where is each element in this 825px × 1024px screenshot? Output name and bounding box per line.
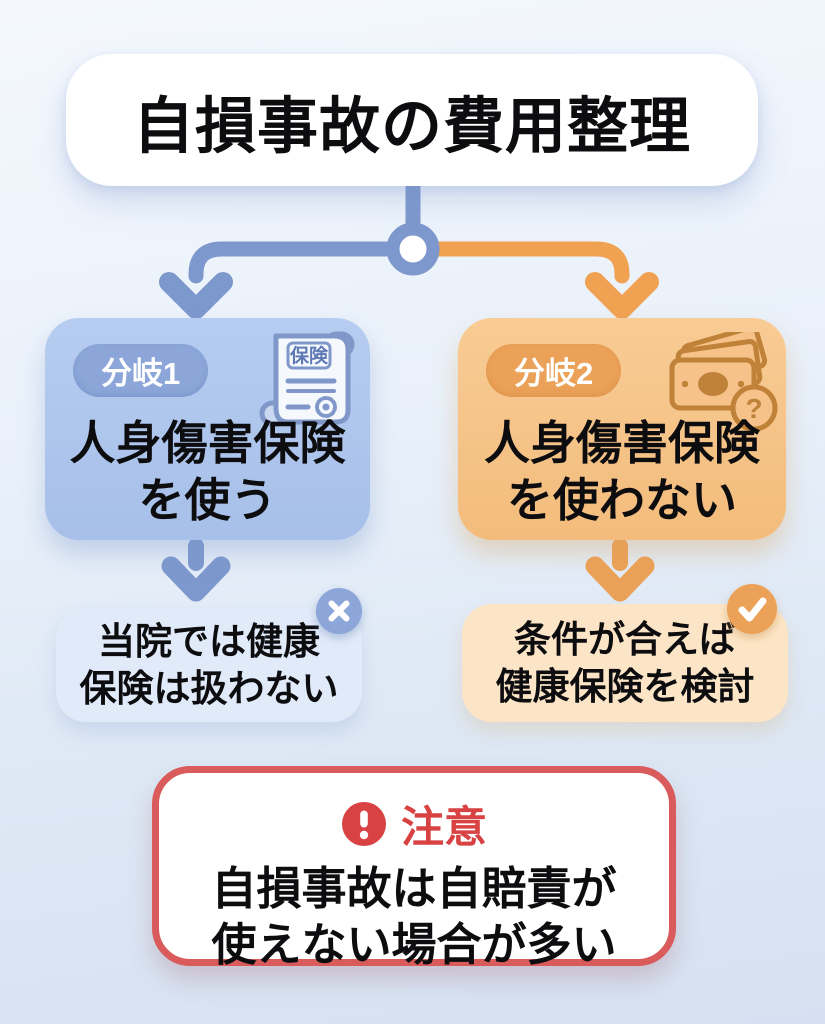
notice-text: 自損事故は自賠責が 使えない場合が多い <box>159 861 669 973</box>
cross-icon <box>316 588 362 634</box>
title-card: 自損事故の費用整理 <box>66 54 758 186</box>
branch1-text-line2: を使う <box>138 474 277 526</box>
outcome2-text-line2: 健康保険を検討 <box>495 666 755 707</box>
branch2-text-line2: を使わない <box>507 474 737 526</box>
branch2-text: 人身傷害保険 を使わない <box>458 415 786 529</box>
branch1-text-line1: 人身傷害保険 <box>69 417 346 469</box>
arrow-right-outcome-icon <box>585 556 655 602</box>
outcome1-text: 当院では健康 保険は扱わない <box>80 618 339 712</box>
connector-right-line <box>427 241 630 284</box>
money-icon-question-glyph: ? <box>745 393 762 424</box>
outcome1-text-line1: 当院では健康 <box>98 621 320 662</box>
scroll-icon-label: 保険 <box>289 344 329 367</box>
branch2-badge: 分岐2 <box>486 344 622 397</box>
notice-label: 注意 <box>401 804 487 852</box>
outcome2-text-line1: 条件が合えば <box>514 619 736 660</box>
page-title: 自損事故の費用整理 <box>132 91 691 160</box>
branch2-badge-label: 分岐2 <box>514 356 594 391</box>
insurance-policy-scroll-icon: 保険 <box>259 331 355 427</box>
branch1-badge-label: 分岐1 <box>101 356 181 391</box>
notice-text-line1: 自損事故は自賠責が <box>211 863 617 914</box>
outcome1-text-line2: 保険は扱わない <box>79 668 339 709</box>
branch-box-no-insurance: 分岐2 ? 人身傷害保険 を使わない <box>458 318 786 540</box>
connector-left-line <box>188 241 399 284</box>
branch-box-use-insurance: 分岐1 保険 人身傷害保険 を使う <box>45 318 370 540</box>
arrow-down-right-icon <box>585 272 659 319</box>
branch1-text: 人身傷害保険 を使う <box>45 415 370 529</box>
notice-text-line2: 使えない場合が多い <box>211 919 617 970</box>
branch-junction-node <box>386 222 440 276</box>
arrow-down-left-icon <box>159 272 233 319</box>
notice-box: 注意 自損事故は自賠責が 使えない場合が多い <box>152 766 676 970</box>
money-bills-question-icon: ? <box>669 332 778 432</box>
branch2-text-line1: 人身傷害保険 <box>484 417 760 469</box>
check-icon <box>727 584 777 634</box>
branch1-badge: 分岐1 <box>73 344 209 397</box>
arrow-left-outcome-icon <box>161 556 231 602</box>
outcome-box-no-health-insurance: 当院では健康 保険は扱わない <box>56 608 362 722</box>
notice-header: 注意 <box>159 793 669 855</box>
outcome2-text: 条件が合えば 健康保険を検討 <box>496 616 755 710</box>
warning-exclamation-icon <box>342 802 386 846</box>
